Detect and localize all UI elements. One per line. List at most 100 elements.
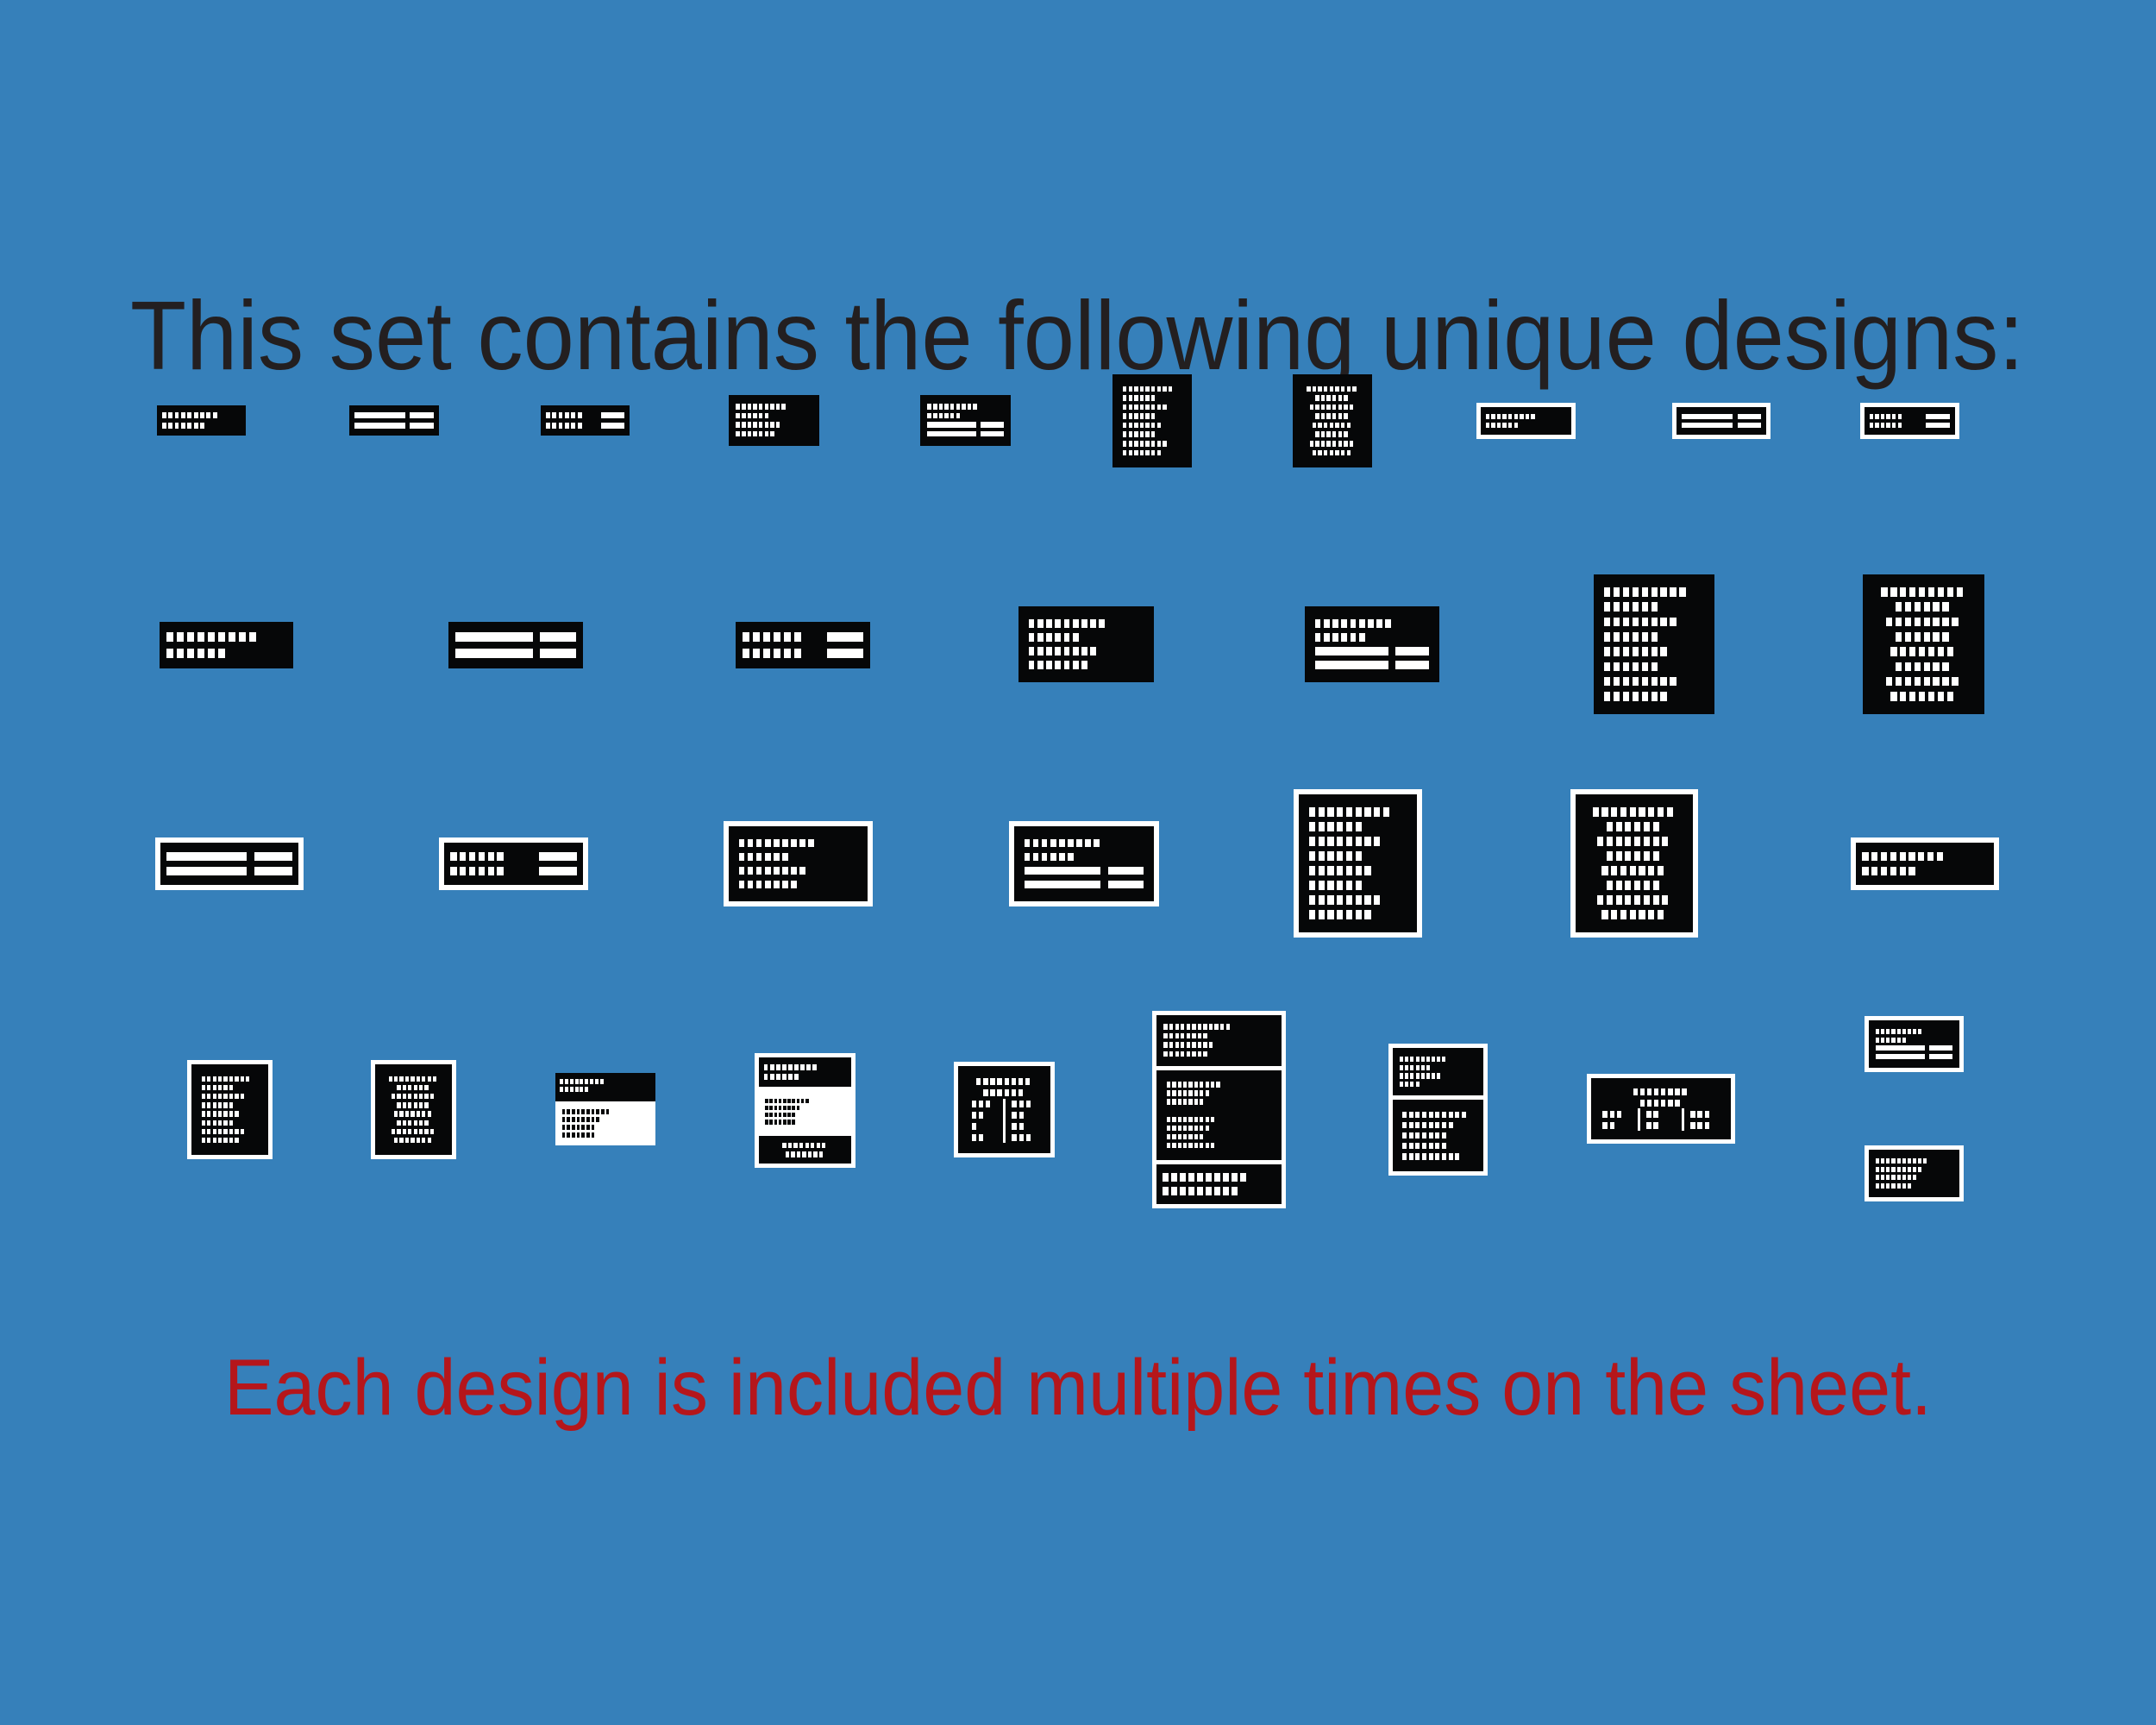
key-mark [1344, 440, 1348, 447]
key-mark [413, 1094, 417, 1100]
mark-row [927, 412, 1003, 419]
key-mark [1145, 449, 1150, 456]
key-mark [805, 1142, 809, 1149]
key-mark [239, 631, 247, 643]
mark-row [1402, 1153, 1474, 1160]
key-mark [791, 880, 797, 889]
sticker-section [920, 395, 1011, 446]
key-mark [805, 1098, 809, 1103]
bar-mark [981, 430, 1004, 437]
key-mark [413, 1102, 417, 1108]
key-mark [1639, 910, 1645, 919]
key-mark [788, 1063, 793, 1070]
key-mark [784, 648, 792, 659]
key-mark [1025, 1101, 1031, 1108]
design-sticker-5 [920, 395, 1011, 446]
key-mark [1194, 1116, 1199, 1122]
key-mark [1601, 910, 1608, 919]
key-mark [1913, 1028, 1917, 1034]
key-mark [1422, 1142, 1427, 1150]
key-mark [1652, 837, 1659, 846]
key-mark [394, 1137, 398, 1144]
key-mark [1422, 1132, 1427, 1139]
key-mark [1402, 1121, 1407, 1129]
mark-row [1314, 618, 1430, 628]
key-mark [591, 1117, 595, 1122]
key-mark [1338, 440, 1343, 447]
mark-row [1600, 1108, 1722, 1120]
key-mark [1641, 602, 1648, 612]
key-mark [545, 422, 550, 429]
key-mark [1408, 1111, 1413, 1119]
mark-row [763, 1151, 846, 1157]
key-mark [1188, 1125, 1193, 1131]
key-mark [1327, 807, 1334, 817]
key-mark [1900, 647, 1907, 656]
mark-row [1028, 661, 1144, 670]
key-mark [574, 1087, 579, 1092]
key-mark [427, 1111, 431, 1117]
mark-row [1873, 617, 1974, 627]
key-mark [576, 1117, 580, 1122]
key-mark [1183, 1082, 1188, 1088]
key-mark [1177, 1090, 1181, 1096]
key-mark [1308, 881, 1316, 890]
key-mark [1122, 395, 1127, 401]
key-mark [1616, 1110, 1622, 1118]
mark-row [1603, 692, 1704, 701]
key-mark [571, 1125, 575, 1130]
key-mark [1166, 1090, 1171, 1096]
key-mark [1037, 661, 1044, 670]
key-mark [1507, 423, 1513, 429]
design-sticker-22 [1294, 789, 1422, 938]
key-mark [413, 1120, 417, 1126]
key-mark [1337, 910, 1344, 919]
key-mark [1326, 431, 1331, 437]
key-mark [1145, 395, 1150, 401]
key-mark [1203, 1032, 1207, 1039]
key-mark [1426, 1073, 1430, 1079]
key-mark [1946, 587, 1954, 597]
key-mark [1374, 895, 1381, 905]
key-mark [742, 430, 746, 437]
key-mark [1188, 1142, 1193, 1149]
key-mark [807, 1151, 812, 1157]
key-mark [1641, 692, 1648, 701]
key-mark [1933, 676, 1940, 687]
key-mark [787, 1113, 791, 1118]
key-mark [1420, 1073, 1425, 1079]
footer-note: Each design is included multiple times o… [224, 1344, 1932, 1432]
key-mark [1622, 692, 1630, 701]
key-mark [1918, 1028, 1922, 1034]
key-mark [1318, 866, 1325, 875]
mark-row [1163, 1051, 1274, 1057]
key-mark [1018, 1101, 1024, 1108]
key-mark [1902, 1175, 1906, 1181]
key-mark [1890, 866, 1896, 876]
key-mark [783, 1113, 787, 1118]
mark-row [1402, 1142, 1474, 1150]
key-mark [1197, 1024, 1202, 1030]
key-mark [1355, 822, 1362, 831]
key-mark [1318, 881, 1325, 890]
key-mark [212, 1102, 216, 1108]
key-mark [1875, 423, 1879, 429]
key-mark [1332, 618, 1338, 628]
key-mark [201, 1137, 206, 1144]
key-mark [1651, 587, 1658, 597]
key-mark [927, 412, 931, 419]
mark-row [1400, 1056, 1476, 1062]
key-mark [422, 1111, 426, 1117]
sticker-section [1856, 843, 1994, 885]
key-mark [586, 1117, 590, 1122]
key-mark [773, 866, 780, 875]
key-mark [813, 1151, 818, 1157]
mark-row [385, 1094, 442, 1100]
key-mark [558, 412, 563, 419]
key-mark [422, 1076, 426, 1082]
key-mark [1615, 851, 1622, 861]
key-mark [1145, 404, 1150, 411]
mark-row [385, 1111, 442, 1117]
key-mark [1942, 662, 1949, 672]
key-mark [416, 1137, 420, 1144]
